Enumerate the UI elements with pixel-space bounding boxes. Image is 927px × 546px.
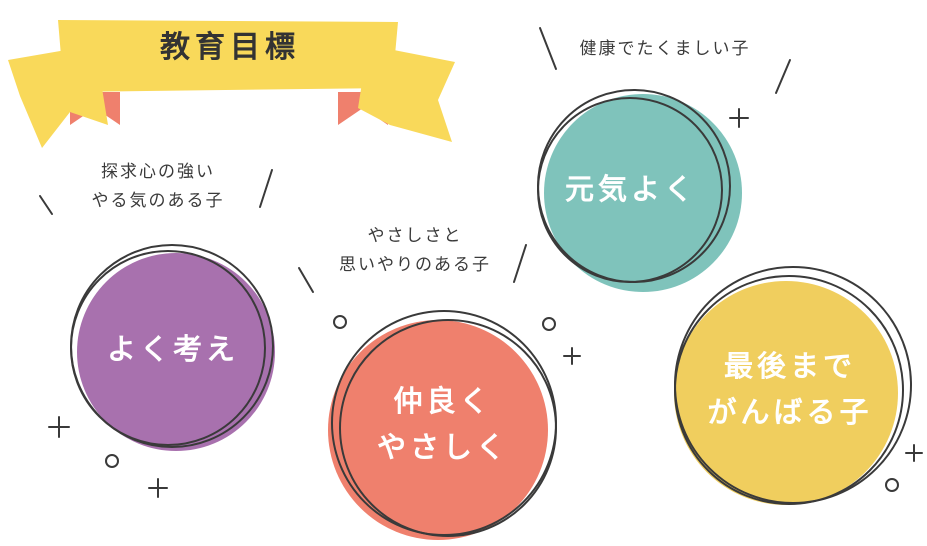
- caption-slash: [513, 244, 527, 283]
- goal-title-line: 仲良く: [393, 384, 493, 418]
- goal-title-line: よく考え: [106, 332, 239, 366]
- goal-circle-think-outline-2: [70, 244, 274, 448]
- goal-circle-persevere: [674, 266, 912, 505]
- goal-circle-kind-fill: [328, 320, 548, 540]
- goal-circle-persevere-outline-2: [674, 275, 904, 505]
- caption-line: 健康でたくましい子: [579, 39, 751, 59]
- caption-line: 探求心の強い: [101, 162, 215, 182]
- sparkle-plus-icon: [48, 108, 923, 498]
- goal-title-line: 最後まで: [723, 349, 856, 383]
- caption-slash: [39, 195, 53, 215]
- goal-circle-persevere-fill: [674, 281, 898, 505]
- goal-title-persevere: 最後まで がんばる子: [690, 343, 890, 435]
- goal-circle-think-fill: [77, 253, 275, 451]
- goal-circle-think: [70, 244, 275, 451]
- caption-slash: [539, 27, 557, 70]
- caption-energetic: 健康でたくましい子: [560, 35, 770, 64]
- goal-title-line: やさしく: [376, 430, 509, 464]
- banner-title: 教育目標: [160, 30, 300, 65]
- caption-slash: [259, 169, 273, 208]
- caption-line: やる気のある子: [91, 191, 225, 211]
- caption-think: 探求心の強い やる気のある子: [58, 158, 258, 216]
- banner-ribbon: [8, 20, 455, 148]
- goal-circle-energetic: [537, 89, 742, 292]
- goal-title-think: よく考え: [78, 326, 268, 372]
- goal-circle-energetic-fill: [544, 94, 742, 292]
- caption-line: やさしさと: [367, 226, 463, 246]
- goal-title-kind: 仲良く やさしく: [348, 378, 538, 470]
- goal-title-line: がんばる子: [707, 395, 873, 429]
- caption-line: 思いやりのある子: [339, 255, 491, 275]
- goal-title-energetic: 元気よく: [536, 166, 726, 212]
- goal-circle-kind-outline-2: [339, 319, 557, 537]
- goal-circle-kind: [328, 310, 557, 540]
- sparkle-circle-icon: [105, 315, 899, 492]
- caption-slash: [298, 267, 314, 293]
- goal-circle-energetic-outline-2: [537, 89, 731, 283]
- caption-slash: [775, 59, 791, 94]
- goal-title-line: 元気よく: [564, 172, 697, 206]
- caption-kind: やさしさと 思いやりのある子: [315, 222, 515, 280]
- banner-main: [58, 20, 398, 92]
